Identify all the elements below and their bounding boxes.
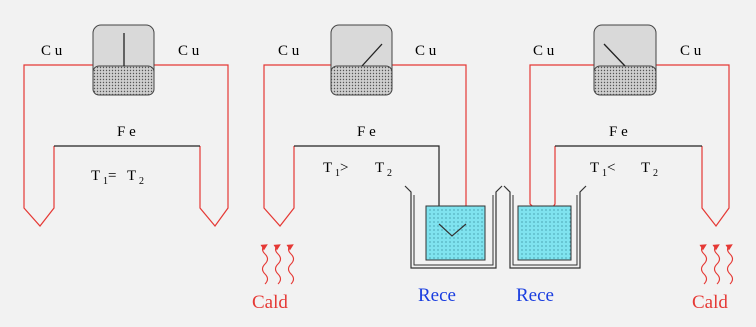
label-cu-right-2: C u <box>415 43 437 59</box>
label-cu-right-1: C u <box>178 43 200 59</box>
circuit-greater: C u C u F e T 1 > T 2 Cald Rece <box>252 24 503 313</box>
t2-letter-3: T <box>641 160 650 176</box>
relation-2: > <box>340 160 348 176</box>
cold-beaker-2 <box>503 185 587 269</box>
needle-3 <box>603 43 626 67</box>
label-cu-left-3: C u <box>533 43 555 59</box>
label-hot-2: Cald <box>692 292 728 313</box>
galvanometer-2 <box>330 24 393 96</box>
t2-letter-1: T <box>127 168 136 184</box>
label-cold-2: Rece <box>516 285 554 306</box>
t1-letter-1: T <box>91 168 100 184</box>
t1-sub-1: 1 <box>103 176 108 187</box>
galvanometer-3 <box>593 24 657 96</box>
label-cold-1: Rece <box>418 285 456 306</box>
copper-wire-2 <box>263 64 467 227</box>
t1-sub-3: 1 <box>602 168 607 179</box>
galvanometer-1 <box>92 24 155 96</box>
needle-2 <box>361 43 383 67</box>
label-fe-2: F e <box>357 124 376 140</box>
iron-wire-2 <box>294 145 440 224</box>
label-fe-1: F e <box>117 124 136 140</box>
t2-letter-2: T <box>375 160 384 176</box>
label-hot-1: Cald <box>252 292 288 313</box>
heat-arrows-2 <box>699 244 734 285</box>
copper-wire-1 <box>23 64 229 227</box>
circuit-less: C u C u F e T 1 < T 2 Rece Cald <box>503 24 734 313</box>
temp-relation-2: T 1 > T 2 <box>323 160 392 179</box>
label-cu-right-3: C u <box>680 43 702 59</box>
temp-relation-1: T 1 = T 2 <box>91 168 144 187</box>
t1-letter-2: T <box>323 160 332 176</box>
t2-sub-1: 2 <box>139 176 144 187</box>
t1-letter-3: T <box>590 160 599 176</box>
t1-sub-2: 1 <box>335 168 340 179</box>
cold-beaker-1 <box>404 185 503 269</box>
heat-arrows-1 <box>260 244 295 285</box>
label-cu-left-1: C u <box>41 43 63 59</box>
t2-sub-2: 2 <box>387 168 392 179</box>
relation-1: = <box>108 168 116 184</box>
label-fe-3: F e <box>609 124 628 140</box>
t2-sub-3: 2 <box>653 168 658 179</box>
label-cu-left-2: C u <box>278 43 300 59</box>
circuit-equal: C u C u F e T 1 = T 2 <box>23 24 229 227</box>
temp-relation-3: T 1 < T 2 <box>590 160 658 179</box>
relation-3: < <box>607 160 615 176</box>
